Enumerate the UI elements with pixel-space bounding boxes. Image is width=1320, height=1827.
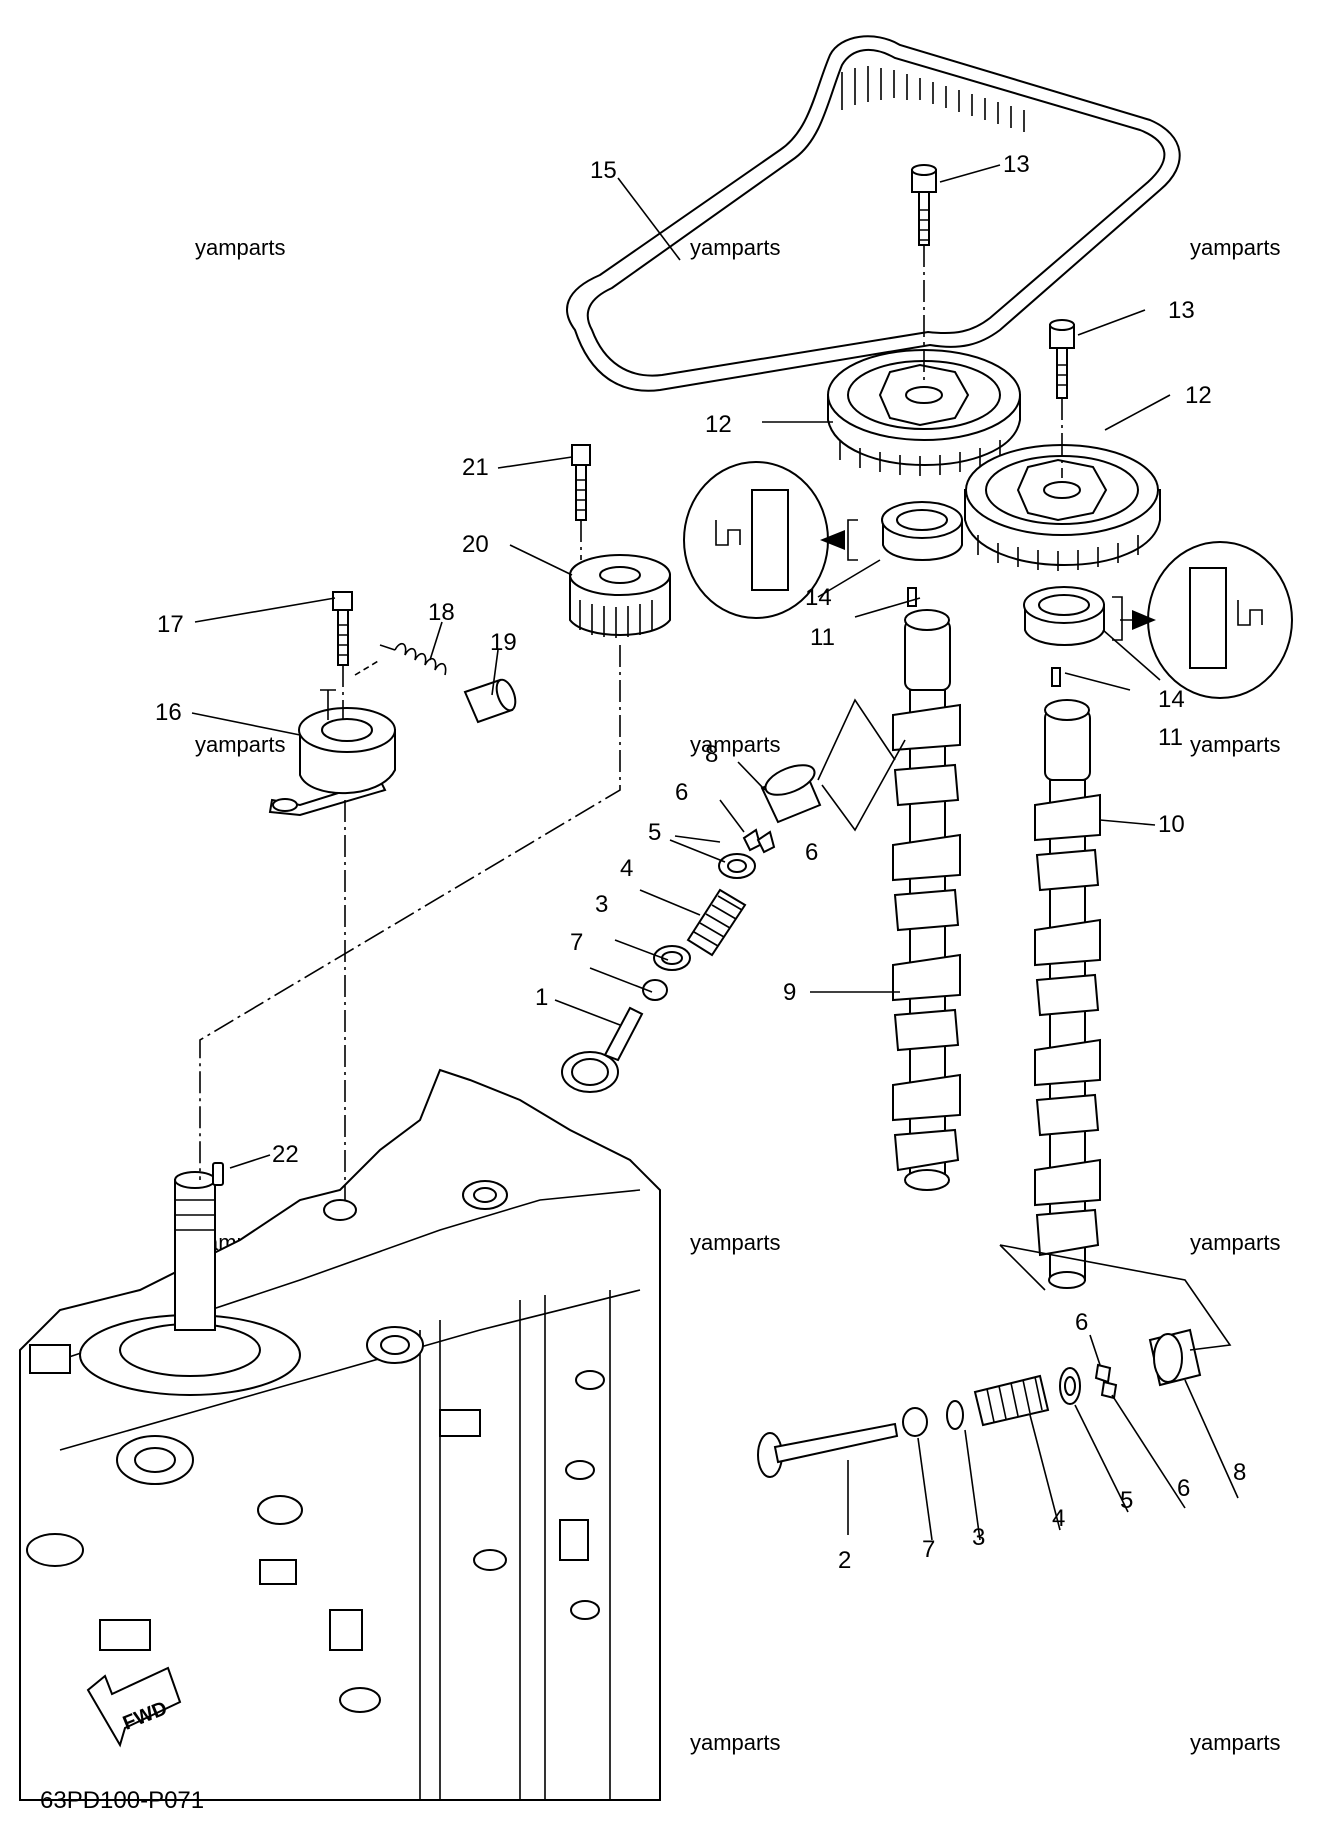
valve-stem-seal-intake (642, 979, 668, 1001)
callout-9: 9 (783, 979, 796, 1006)
callout-8: 8 (1233, 1459, 1246, 1486)
timing-belt (566, 35, 1181, 392)
belt-tensioner (268, 689, 396, 817)
callout-7: 7 (922, 1536, 935, 1563)
oil-seal-right (1023, 586, 1105, 646)
callout-13: 13 (1003, 151, 1030, 178)
callout-21: 21 (462, 454, 489, 481)
pulley-bolt-right (1049, 319, 1075, 399)
watermark: yamparts (690, 1230, 780, 1255)
watermark: yamparts (1190, 1730, 1280, 1755)
callout-2: 2 (838, 1547, 851, 1574)
callout-3: 3 (595, 891, 608, 918)
watermark: yamparts (690, 235, 780, 260)
callout-19: 19 (490, 629, 517, 656)
seal-orientation-detail-left (683, 461, 858, 619)
valve-intake (561, 1006, 644, 1093)
cylinder-head (19, 1068, 661, 1801)
callout-15: 15 (590, 157, 617, 184)
valve-spring-exhaust (973, 1374, 1050, 1427)
watermark: yamparts (690, 1730, 780, 1755)
tensioner-bolt (332, 591, 353, 666)
valve-exhaust (757, 1422, 899, 1478)
callout-12: 12 (705, 411, 732, 438)
watermark: yamparts (1190, 732, 1280, 757)
callout-6: 6 (1075, 1309, 1088, 1336)
callout-5: 5 (1120, 1487, 1133, 1514)
callout-8: 8 (705, 741, 718, 768)
callout-labels: 15 13 13 12 12 21 20 17 18 19 16 14 14 1… (155, 151, 1246, 1574)
spring-retainer-exhaust (1059, 1367, 1081, 1405)
diagram-code: 63PD100-P071 (40, 1787, 204, 1814)
callout-4: 4 (1052, 1505, 1065, 1532)
callout-11: 11 (1158, 724, 1183, 751)
watermark: yamparts (1190, 1230, 1280, 1255)
valve-lifter-intake (760, 764, 822, 824)
valve-lifter-exhaust (1148, 1328, 1202, 1387)
valve-cotter-intake (742, 828, 776, 854)
valve-cotter-exhaust (1094, 1363, 1118, 1400)
callout-3: 3 (972, 1524, 985, 1551)
valve-spring-intake (686, 888, 747, 957)
callout-5: 5 (648, 819, 661, 846)
camshaft-pulley-left (827, 349, 1021, 476)
callout-10: 10 (1158, 811, 1185, 838)
pulley-bolt-left (911, 164, 937, 246)
watermark: yamparts (195, 235, 285, 260)
assembly-lines (199, 245, 1232, 1351)
spring-seat-exhaust (946, 1400, 964, 1430)
valve-stem-seal-exhaust (902, 1407, 928, 1437)
camshaft-intake (892, 587, 961, 1191)
callout-6: 6 (1177, 1475, 1190, 1502)
dowel-pin (212, 1162, 224, 1186)
tensioner-plunger (463, 678, 517, 724)
callout-12: 12 (1185, 382, 1212, 409)
oil-seal-left (881, 501, 963, 561)
callout-20: 20 (462, 531, 489, 558)
callout-16: 16 (155, 699, 182, 726)
callout-22: 22 (272, 1141, 299, 1168)
callout-1: 1 (535, 984, 548, 1011)
seal-orientation-detail-right (1112, 541, 1293, 699)
callout-leaders (191, 164, 1239, 1541)
callout-13: 13 (1168, 297, 1195, 324)
camshaft-pulley-right (964, 444, 1161, 571)
callout-14: 14 (805, 584, 832, 611)
callout-11: 11 (810, 624, 835, 651)
callout-17: 17 (157, 611, 184, 638)
callout-18: 18 (428, 599, 455, 626)
tensioner-spring (354, 642, 447, 676)
callout-6: 6 (675, 779, 688, 806)
callout-7: 7 (570, 929, 583, 956)
watermark: yamparts (195, 732, 285, 757)
callout-6: 6 (805, 839, 818, 866)
watermark: yamparts (690, 732, 780, 757)
camshaft-exhaust (1034, 667, 1101, 1289)
drive-pulley-bolt (571, 444, 591, 521)
callout-4: 4 (620, 855, 633, 882)
callout-14: 14 (1158, 686, 1185, 713)
spring-retainer-intake (718, 853, 756, 879)
crank-drive-pulley (569, 554, 671, 638)
watermark: yamparts (1190, 235, 1280, 260)
spring-seat-intake (653, 945, 691, 971)
